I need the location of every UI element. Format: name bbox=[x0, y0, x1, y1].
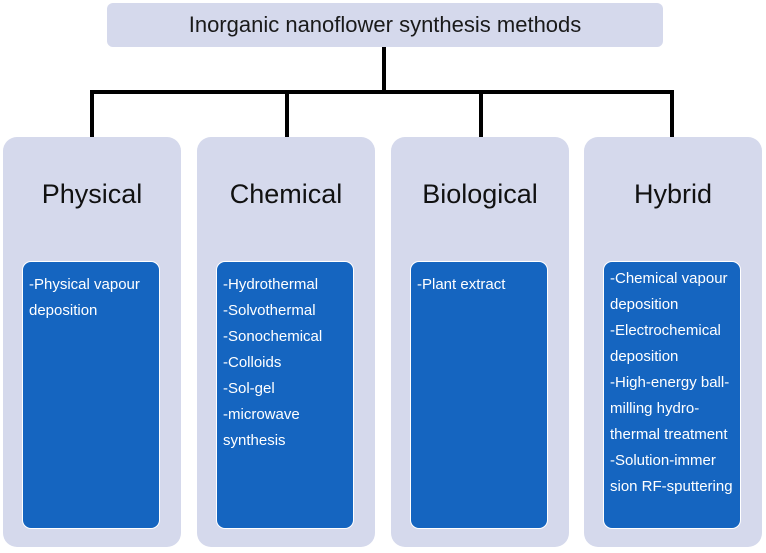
method-item: -Hydrothermal bbox=[223, 276, 319, 293]
method-list-physical: -Physical vapour deposition bbox=[22, 261, 160, 529]
method-item: -High-energy ball- bbox=[610, 374, 730, 391]
column-title-biological: Biological bbox=[422, 179, 538, 209]
root-node: Inorganic nanoflower synthesis methods bbox=[107, 3, 663, 47]
method-item: -Solvothermal bbox=[223, 302, 316, 319]
method-item: deposition bbox=[610, 348, 679, 365]
method-item: milling hydro- bbox=[610, 400, 700, 417]
column-physical: Physical -Physical vapour deposition bbox=[3, 137, 181, 547]
method-item: -Plant extract bbox=[417, 276, 506, 293]
column-hybrid: Hybrid -Chemical vapour deposition -Elec… bbox=[584, 137, 762, 547]
method-item: -Physical vapour bbox=[29, 276, 140, 293]
column-title-chemical: Chemical bbox=[229, 179, 343, 209]
method-item: deposition bbox=[610, 296, 679, 313]
method-item: synthesis bbox=[223, 432, 286, 449]
method-item: -Sonochemical bbox=[223, 328, 323, 345]
method-list-biological: -Plant extract bbox=[410, 261, 548, 529]
method-item: -Electrochemical bbox=[610, 322, 721, 339]
root-title: Inorganic nanoflower synthesis methods bbox=[188, 12, 582, 37]
method-item: -microwave bbox=[223, 406, 300, 423]
method-item: -Solution-immer bbox=[610, 452, 716, 469]
method-item: -Colloids bbox=[223, 354, 282, 371]
method-item: -Sol-gel bbox=[223, 380, 275, 397]
method-list-chemical: -Hydrothermal -Solvothermal -Sonochemica… bbox=[216, 261, 354, 529]
column-biological: Biological -Plant extract bbox=[391, 137, 569, 547]
method-list-hybrid: -Chemical vapour deposition -Electrochem… bbox=[603, 261, 741, 529]
method-item: -Chemical vapour bbox=[610, 270, 728, 287]
column-chemical: Chemical -Hydrothermal -Solvothermal -So… bbox=[197, 137, 375, 547]
method-item: sion RF-sputtering bbox=[610, 478, 733, 495]
method-item: deposition bbox=[29, 302, 98, 319]
method-item: thermal treatment bbox=[610, 426, 728, 443]
column-title-hybrid: Hybrid bbox=[633, 179, 713, 209]
column-title-physical: Physical bbox=[41, 179, 143, 209]
